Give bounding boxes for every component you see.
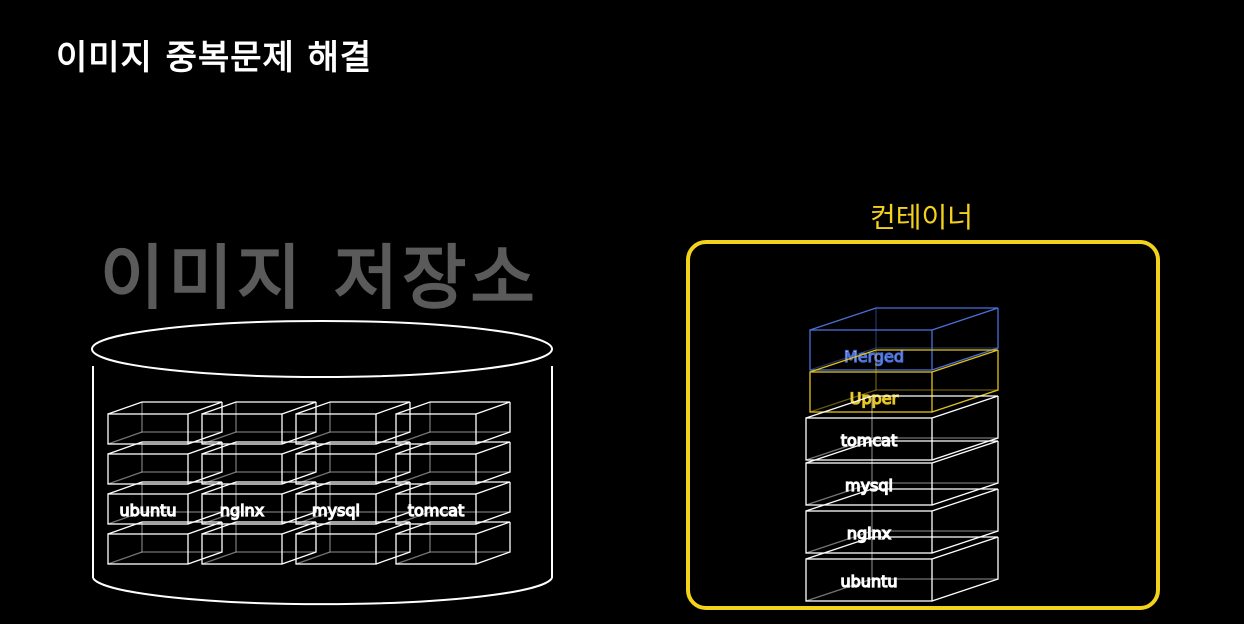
layer-nginx: nginx [805,488,999,554]
layer-merged-label: Merged [844,347,904,366]
layer-upper: Upper [809,349,999,413]
store-box [395,441,511,485]
container-label: 컨테이너 [870,201,974,234]
store-box [295,521,411,565]
layer-tomcat-label: tomcat [841,431,898,450]
layer-ubuntu: ubuntu [805,536,999,602]
layer-nginx-label: nginx [847,524,891,543]
store-box-label: tomcat [408,501,465,520]
store-box: nginx [201,481,317,525]
image-store-title: 이미지 저장소 [100,237,539,319]
container-frame [686,240,1160,610]
store-box [201,401,317,445]
store-box-label: ubuntu [120,501,177,520]
layer-mysql: mysql [805,440,999,506]
store-box: tomcat [395,481,511,525]
store-box-label: mysql [312,501,360,520]
store-box [201,441,317,485]
layer-upper-label: Upper [850,389,899,408]
layer-ubuntu-label: ubuntu [841,572,898,591]
store-box [395,521,511,565]
page-title: 이미지 중복문제 해결 [56,38,373,78]
image-store-grid: ubuntu nginx mysql tomcat [107,401,511,565]
layer-tomcat: tomcat [805,395,999,461]
store-box [107,521,223,565]
store-box [201,521,317,565]
store-box [107,401,223,445]
store-box [295,401,411,445]
image-store-cylinder [91,320,553,606]
store-box: ubuntu [107,481,223,525]
store-box [395,401,511,445]
layer-mysql-label: mysql [845,476,893,495]
store-box [107,441,223,485]
store-box-label: nginx [220,501,264,520]
layer-merged: Merged [809,307,999,371]
store-box [295,441,411,485]
store-box: mysql [295,481,411,525]
